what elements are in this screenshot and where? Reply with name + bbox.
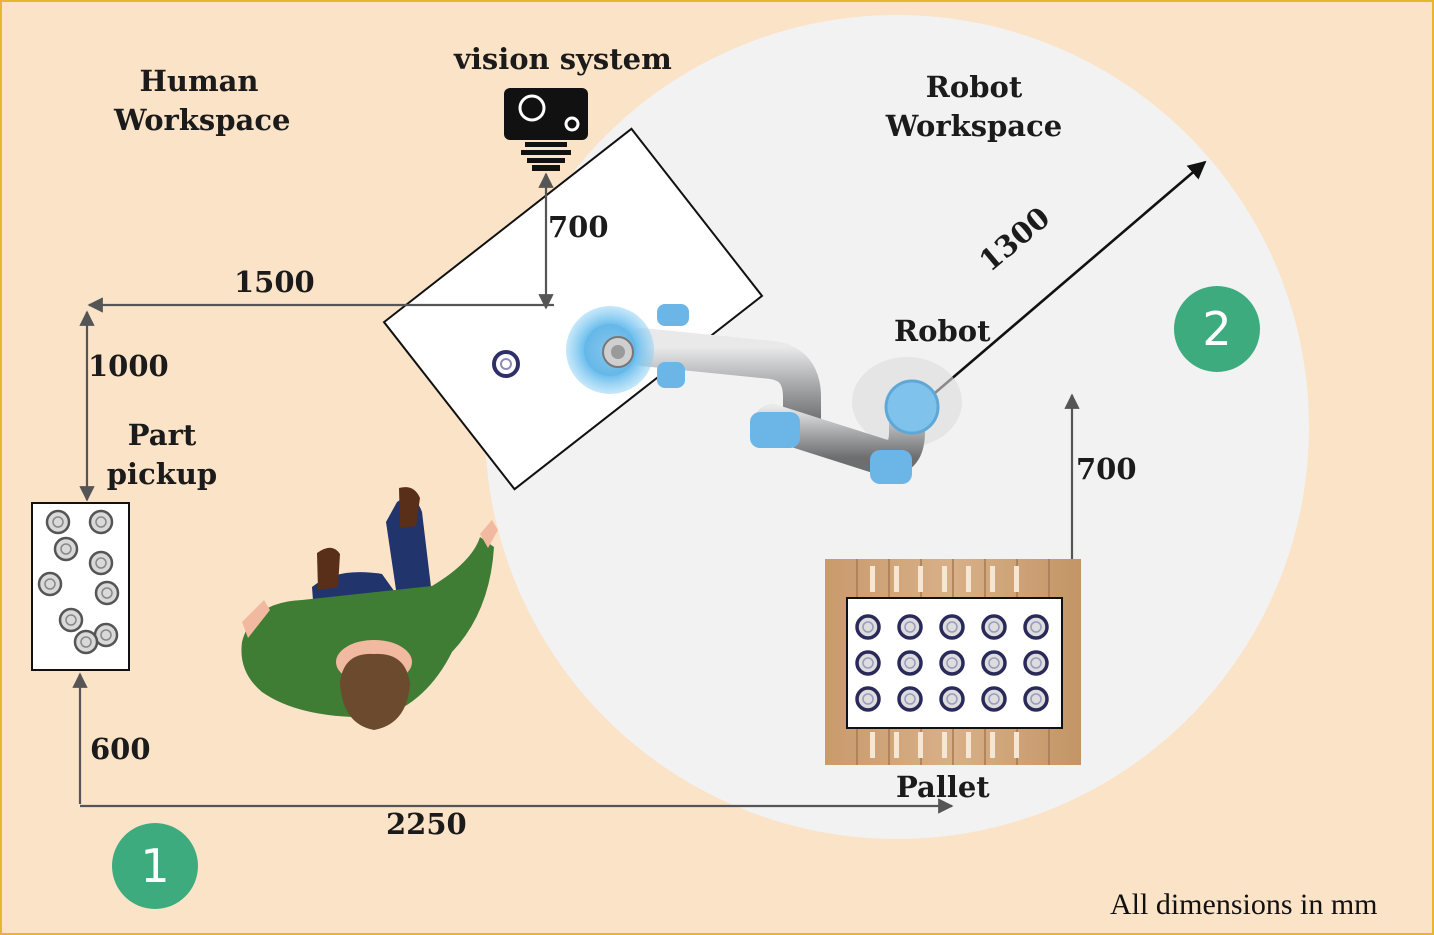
part-pickup-label-line1: Part bbox=[127, 418, 197, 452]
human-zone-badge: 1 bbox=[112, 823, 198, 909]
dim-label-600: 600 bbox=[90, 732, 151, 766]
dim-label-pallet-700: 700 bbox=[1076, 452, 1137, 486]
part-pickup-label-line2: pickup bbox=[106, 457, 218, 492]
work-table bbox=[382, 127, 764, 491]
robot-workspace-label-line2: Workspace bbox=[885, 109, 1063, 144]
human-workspace-label: Human Workspace bbox=[114, 62, 291, 140]
robot-workspace-label-line1: Robot bbox=[925, 70, 1023, 104]
part-pickup-label: Part pickup bbox=[102, 416, 222, 494]
human-workspace-label-line1: Human bbox=[139, 64, 259, 98]
robot-arm bbox=[566, 304, 962, 484]
robot-label: Robot bbox=[894, 314, 991, 348]
units-note: All dimensions in mm bbox=[1110, 888, 1378, 921]
robot-workspace-label: Robot Workspace bbox=[884, 68, 1064, 146]
pallet-label: Pallet bbox=[896, 770, 990, 804]
dim-label-2250: 2250 bbox=[386, 807, 467, 841]
dim-line-1300 bbox=[921, 160, 1207, 405]
table-part-icon bbox=[492, 350, 520, 378]
camera-icon bbox=[504, 88, 588, 171]
dim-label-vision-700: 700 bbox=[548, 210, 609, 244]
dim-label-1000: 1000 bbox=[88, 349, 169, 383]
robot-zone-badge: 2 bbox=[1174, 286, 1260, 372]
human-workspace-label-line2: Workspace bbox=[114, 103, 291, 138]
pallet bbox=[825, 559, 1081, 765]
vision-system-label: vision system bbox=[454, 42, 672, 76]
part-pickup-box bbox=[31, 502, 130, 671]
human-operator-icon bbox=[241, 487, 498, 730]
dim-label-1500: 1500 bbox=[234, 265, 315, 299]
